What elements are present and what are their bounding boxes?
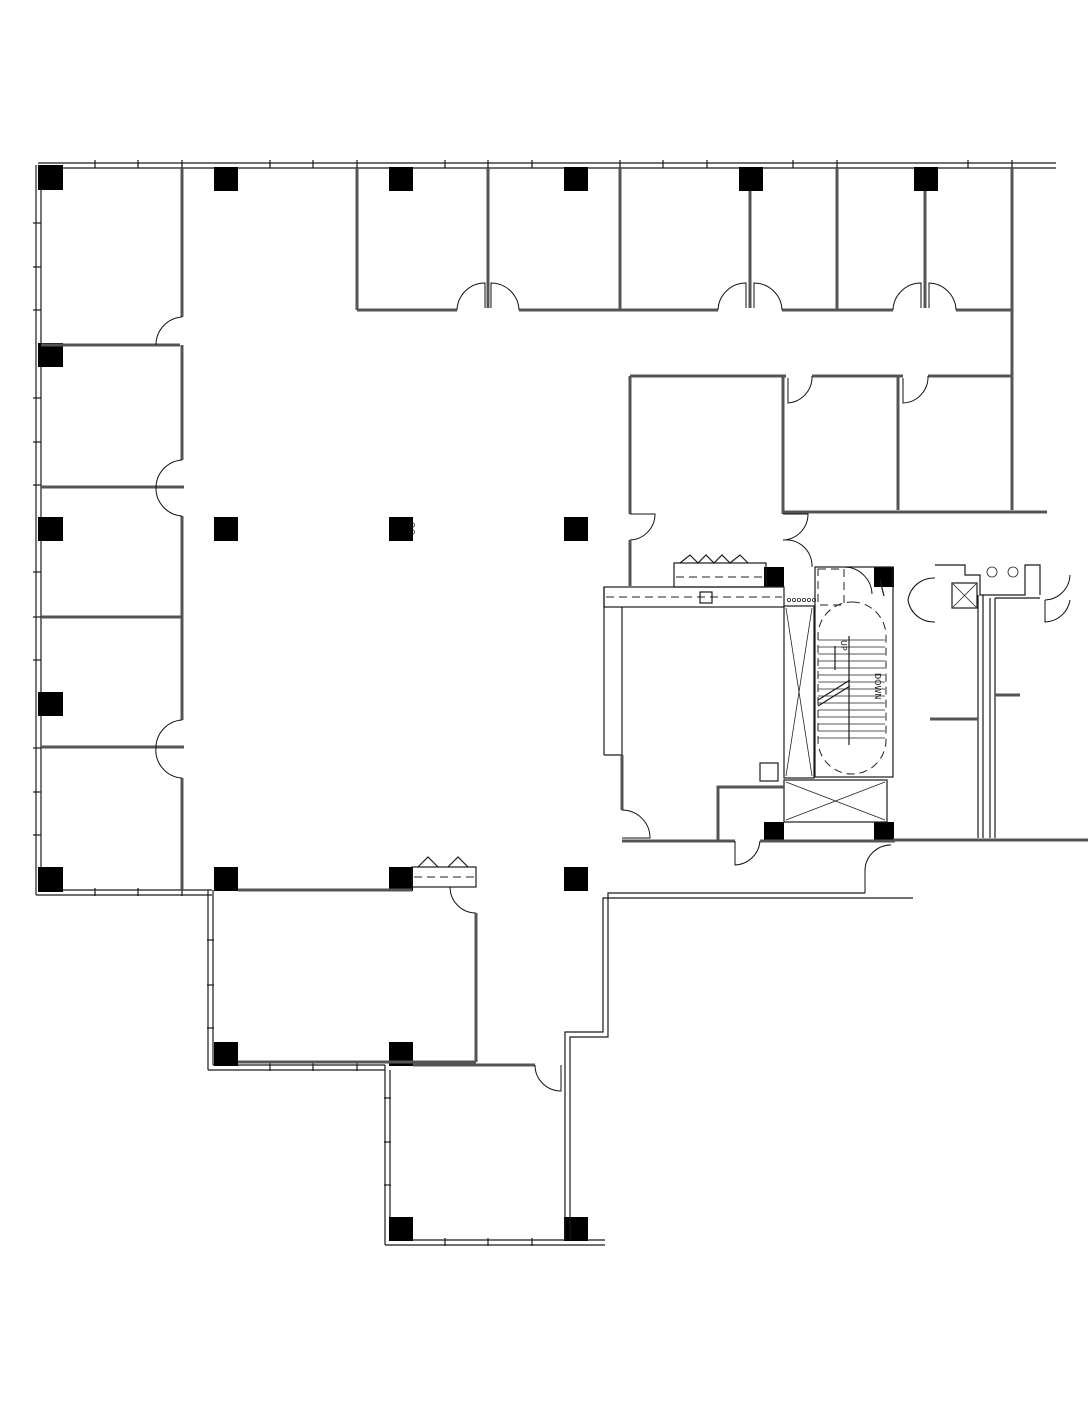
south-wing [238,839,913,1240]
north-offices [355,168,1014,510]
door-swing [155,459,183,517]
door-swing [717,282,747,311]
door-swing [629,513,656,541]
kitchenette [603,554,817,843]
stairwell: UP DOWN [814,566,894,778]
door-swing [787,375,813,404]
door-swing [844,566,873,595]
door-swing [753,282,783,311]
door-swing [490,282,520,311]
key-icon [879,579,885,597]
sink-icon [699,591,713,604]
mullions-north [94,160,1013,168]
door-swing [864,844,892,893]
door-swing [155,719,183,779]
outlet-icon [409,529,415,535]
outlet-strip [787,598,817,603]
freight-elevator [951,582,978,609]
door-swing [902,375,929,404]
fixture-icon [1007,566,1019,578]
door-swing [928,282,957,311]
outlet-icon [409,522,415,528]
stair-down-label: DOWN [873,673,882,699]
door-swing [907,577,936,623]
door-swing [449,886,477,914]
door-swing [1044,599,1071,623]
door-swing [782,513,813,568]
west-offices [41,168,184,890]
door-swing [734,840,761,866]
stair-up-label: UP [839,640,848,651]
exterior-wall [33,160,1056,1246]
door-swing [892,282,922,311]
east-offices [628,374,1047,586]
elevator-shaft [716,605,888,841]
fixture-icon [986,566,998,578]
door-swing [534,1064,562,1092]
door-swing [1044,574,1071,601]
mullions-south [94,888,533,1246]
restrooms [879,564,1088,842]
door-swing [155,316,183,346]
structural-columns [38,165,938,1241]
door-swing [621,809,651,839]
mullions-west [33,222,41,836]
stair-treads [818,639,885,739]
door-swing [456,282,486,311]
